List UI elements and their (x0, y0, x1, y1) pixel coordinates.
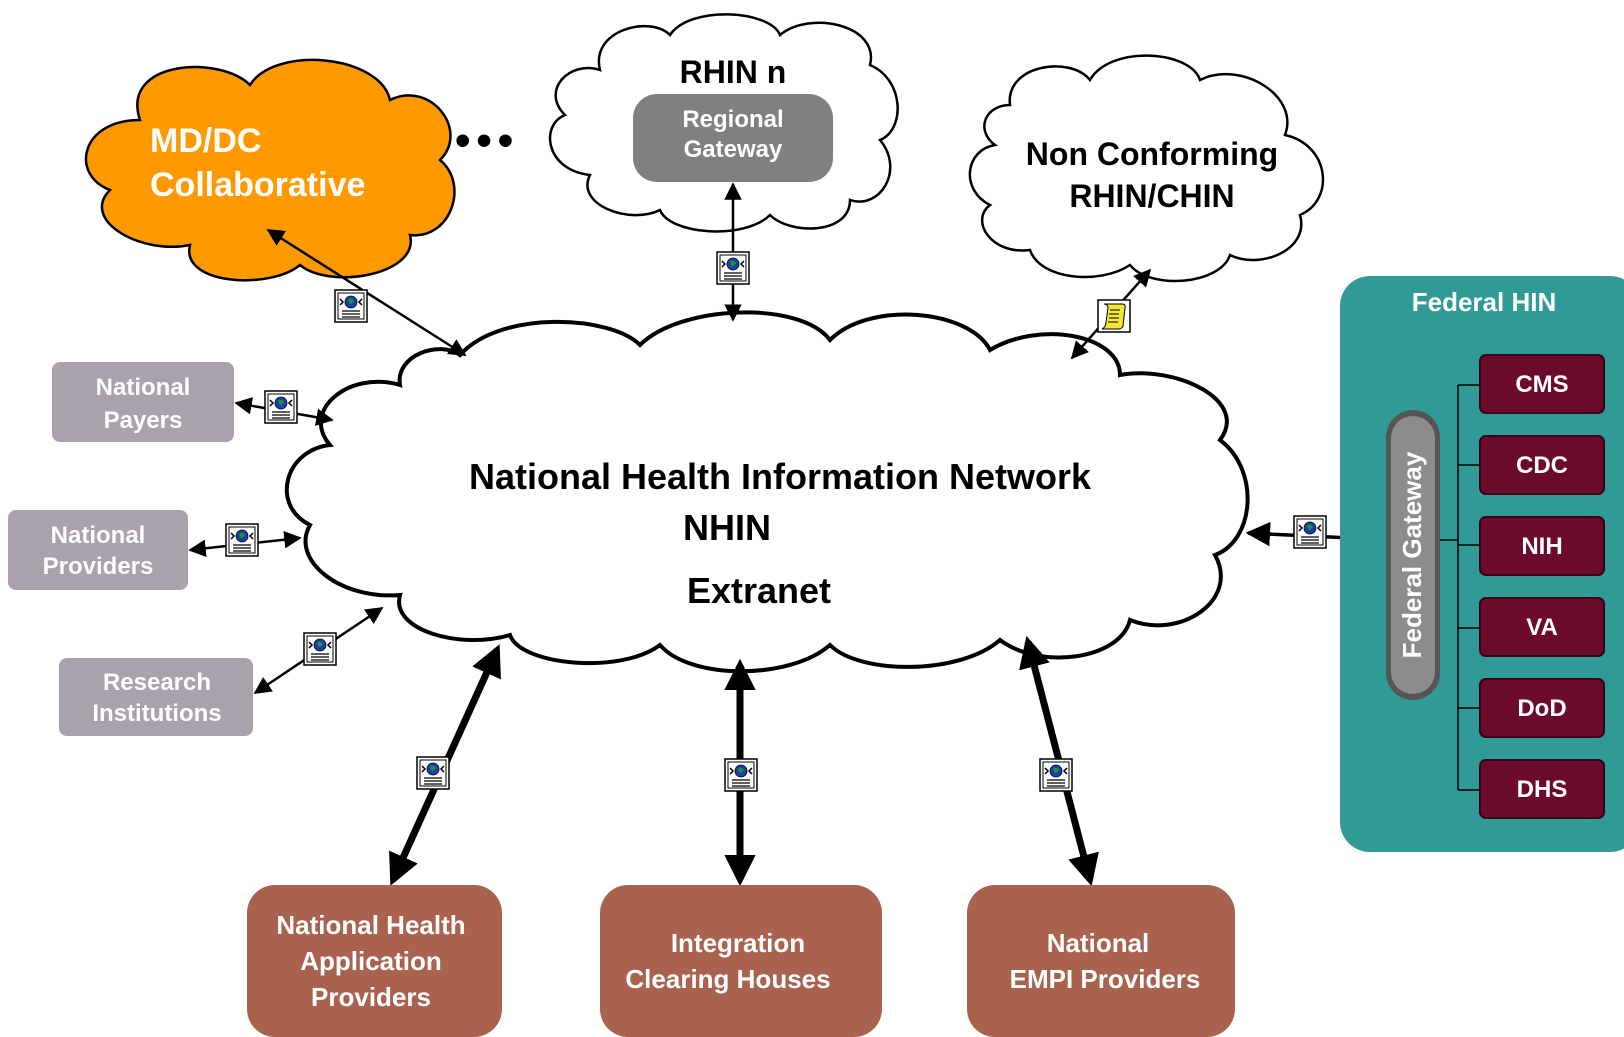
national-payers-box: National Payers (52, 362, 234, 442)
xml-message-icon (716, 251, 750, 285)
payers-line1: National (96, 374, 191, 401)
national-empi-box: National EMPI Providers (967, 885, 1235, 1037)
mddc-line1: MD/DC (150, 122, 261, 160)
national-providers-box: National Providers (8, 510, 188, 590)
regional-gateway-line2: Gateway (684, 136, 783, 163)
xml-message-icon (1039, 758, 1073, 792)
nonconforming-cloud: Non Conforming RHIN/CHIN (968, 54, 1325, 283)
empi-line2: EMPI Providers (1010, 964, 1201, 994)
national-health-app-box: National Health Application Providers (247, 885, 502, 1037)
rhin-n-title: RHIN n (680, 54, 787, 90)
mddc-line2: Collaborative (150, 166, 365, 204)
providers-line2: Providers (43, 553, 154, 580)
xml-message-icon (416, 756, 450, 790)
nhin-title-line1: National Health Information Network (469, 456, 1092, 497)
scroll-document-icon (1097, 299, 1131, 333)
healthapp-line1: National Health (276, 910, 465, 940)
agency-label: VA (1526, 614, 1558, 641)
research-line1: Research (103, 669, 211, 696)
nonconforming-line1: Non Conforming (1026, 136, 1278, 172)
healthapp-line3: Providers (311, 982, 431, 1012)
regional-gateway-line1: Regional (682, 106, 783, 133)
agency-va: VA (1479, 597, 1605, 657)
agency-label: NIH (1521, 533, 1562, 560)
federal-gateway-label: Federal Gateway (1397, 451, 1427, 658)
agency-dod: DoD (1479, 678, 1605, 738)
healthapp-line2: Application (300, 946, 442, 976)
agency-nih: NIH (1479, 516, 1605, 576)
agency-dhs: DHS (1479, 759, 1605, 819)
xml-message-icon (334, 289, 368, 323)
agency-label: CDC (1516, 452, 1568, 479)
federal-hin-title: Federal HIN (1412, 287, 1557, 317)
integration-clearing-box: Integration Clearing Houses (600, 885, 882, 1037)
rhin-n-cloud: RHIN n Regional Gateway (548, 13, 899, 233)
nhin-title-line2: NHIN (683, 507, 771, 548)
nhin-title-line3: Extranet (687, 570, 831, 611)
providers-line1: National (51, 522, 146, 549)
regional-gateway-box (633, 94, 833, 182)
clearing-line2: Clearing Houses (625, 964, 830, 994)
xml-message-icon (1293, 515, 1327, 549)
xml-message-icon (225, 523, 259, 557)
federal-gateway-pill (1391, 416, 1435, 694)
agency-cms: CMS (1479, 354, 1605, 414)
federal-hin-panel: Federal HIN Federal Gateway CMS CDC NIH … (1340, 276, 1624, 852)
clearing-line1: Integration (671, 928, 805, 958)
agency-label: DoD (1517, 695, 1566, 722)
xml-message-icon (724, 758, 758, 792)
agency-label: DHS (1517, 776, 1568, 803)
agency-label: CMS (1515, 371, 1568, 398)
research-line2: Institutions (92, 700, 221, 727)
nhin-cloud: National Health Information Network NHIN… (284, 310, 1250, 674)
nonconforming-cloud-shape (968, 54, 1325, 283)
agency-cdc: CDC (1479, 435, 1605, 495)
empi-line1: National (1047, 928, 1150, 958)
ellipsis-dots: ••• (455, 116, 519, 165)
nonconforming-line2: RHIN/CHIN (1069, 178, 1234, 214)
xml-message-icon (303, 632, 337, 666)
mddc-collaborative-cloud: MD/DC Collaborative (84, 58, 456, 282)
research-institutions-box: Research Institutions (59, 658, 253, 736)
xml-message-icon (264, 390, 298, 424)
payers-line2: Payers (104, 407, 183, 434)
